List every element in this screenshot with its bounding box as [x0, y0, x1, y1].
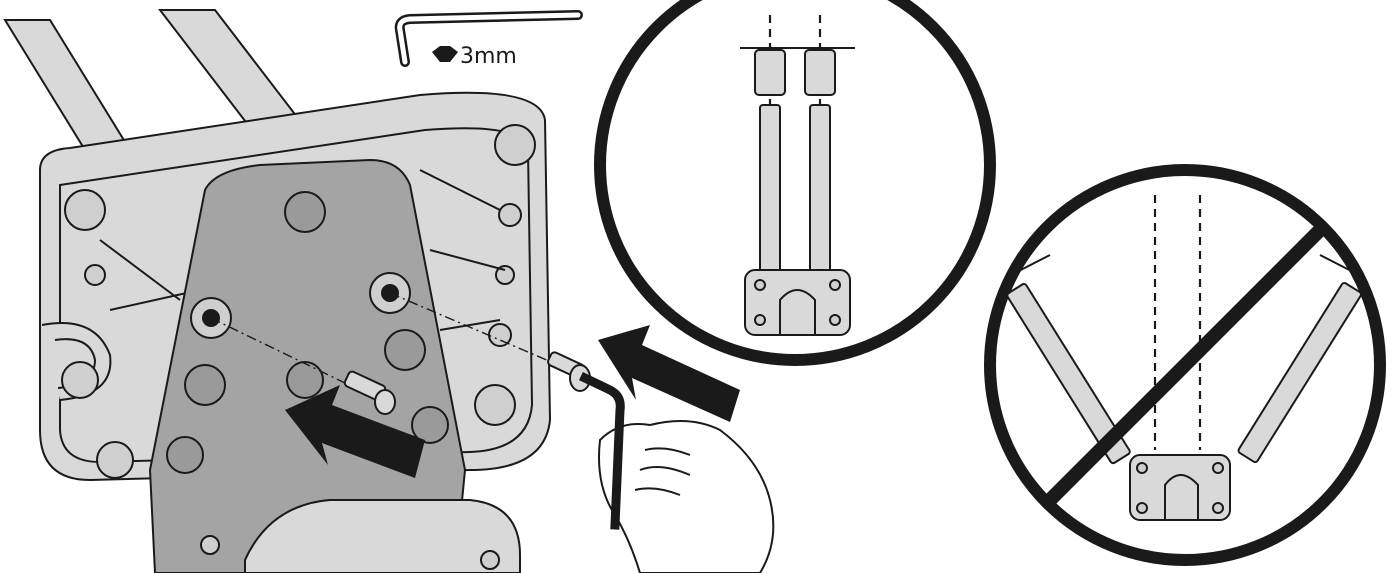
prohibited-slash: [1040, 220, 1330, 510]
bolt-right: [547, 351, 591, 392]
hexagon-icon: [432, 46, 458, 62]
insert-arrow-left: [285, 385, 425, 478]
prohibited-alignment-detail: [984, 164, 1386, 566]
hex-key-in-hand: [578, 371, 775, 573]
alignment-guide-right: [389, 292, 571, 371]
hex-key-icon: [394, 10, 583, 67]
tool-size-label: 3mm: [460, 44, 517, 69]
correct-alignment-detail: [594, 0, 996, 366]
insert-arrow-right: [598, 325, 740, 422]
bolt-left: [343, 370, 396, 415]
